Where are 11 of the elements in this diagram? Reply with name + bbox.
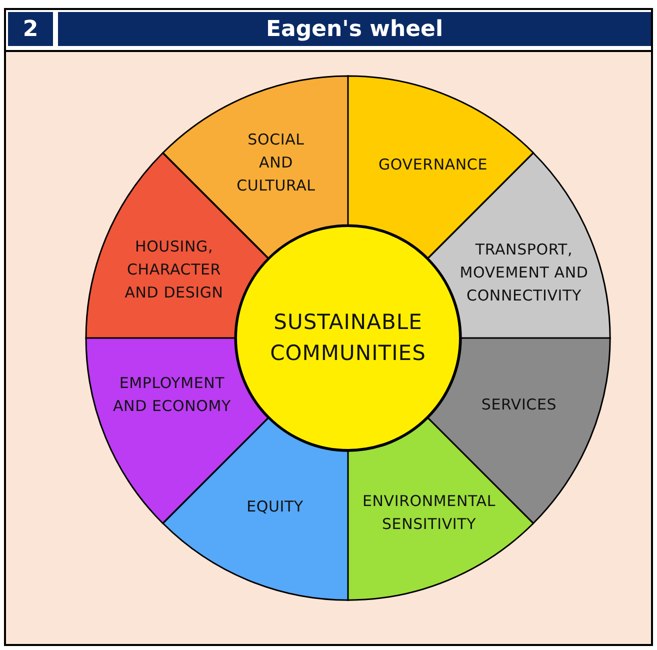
figure-number: 2 <box>8 12 53 46</box>
segment-label: SERVICES <box>480 394 558 416</box>
segment-label: HOUSING, CHARACTER AND DESIGN <box>124 236 224 304</box>
segment-label: EMPLOYMENT AND ECONOMY <box>112 373 232 417</box>
segment-label: EQUITY <box>246 496 304 518</box>
title: Eagen's wheel <box>58 12 651 46</box>
center-label: SUSTAINABLE COMMUNITIES <box>269 309 427 367</box>
segment-label: SOCIAL AND CULTURAL <box>236 130 316 196</box>
segment-label: TRANSPORT, MOVEMENT AND CONNECTIVITY <box>458 239 590 306</box>
segment-label: ENVIRONMENTAL SENSITIVITY <box>362 490 496 535</box>
segment-label: GOVERNANCE <box>378 154 488 176</box>
